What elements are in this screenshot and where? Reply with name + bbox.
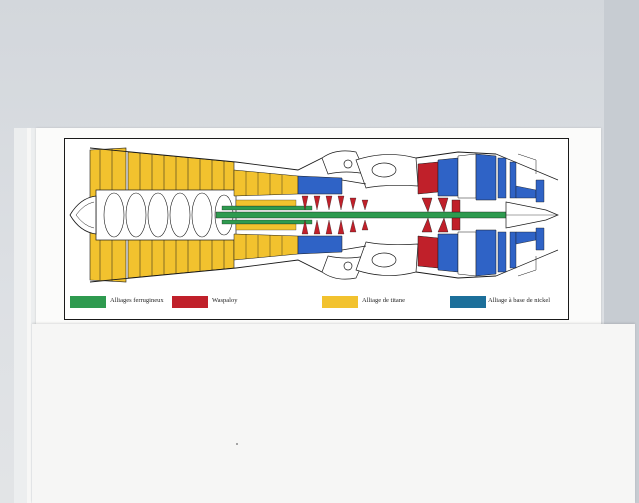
fan-section (69, 147, 237, 283)
legend-label-waspaloy: Waspaloy (212, 297, 238, 304)
legend-label-titanium: Alliage de titane (362, 297, 405, 304)
left-board-edge (27, 128, 31, 503)
jet-engine-cross-section (69, 147, 559, 283)
legend-label-nickel: Alliage à base de nickel (488, 297, 551, 304)
display-panel-bottom (32, 324, 635, 503)
main-shaft (215, 205, 517, 225)
hp-compressor-casing (297, 175, 343, 255)
hp-compressor-rotor (235, 195, 369, 235)
legend-swatch-ferrous (70, 296, 106, 308)
legend-swatch-titanium (322, 296, 358, 308)
exhaust-section (495, 153, 559, 277)
combustion-chamber (321, 150, 419, 280)
outer-casing (235, 151, 497, 279)
legend-swatch-nickel (450, 296, 486, 308)
legend-swatch-waspaloy (172, 296, 208, 308)
legend-label-ferrous: Alliages ferrugineux (110, 297, 164, 304)
turbine-section (417, 153, 517, 277)
transition-duct (233, 169, 299, 261)
panel-dot (236, 443, 238, 445)
